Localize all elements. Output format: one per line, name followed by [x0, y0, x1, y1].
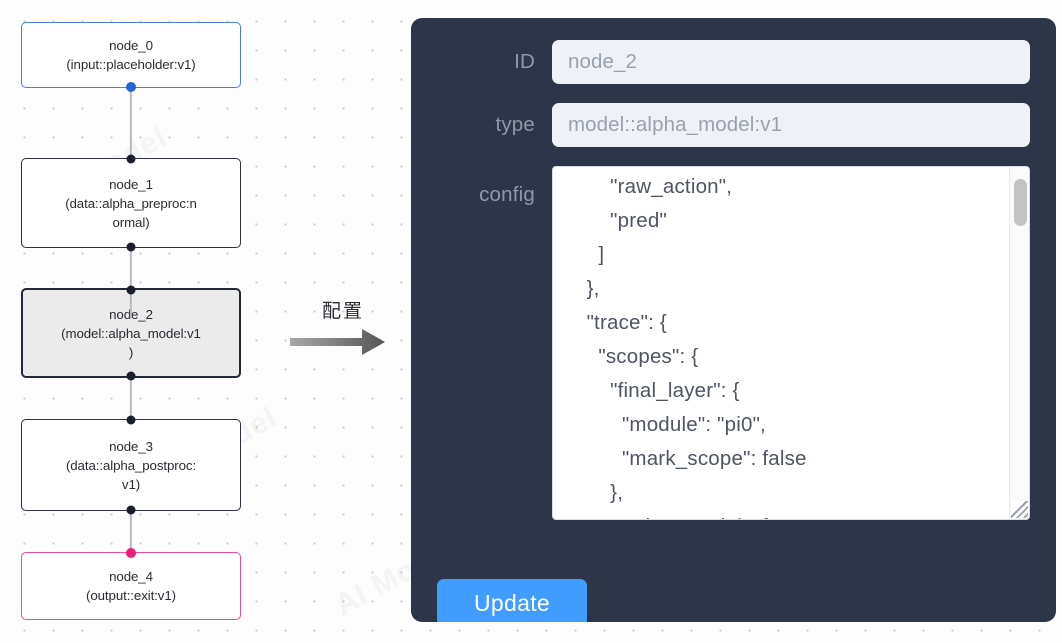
port-in-node_2[interactable]	[126, 285, 136, 295]
field-row-id: ID	[437, 40, 1030, 84]
graph-node-label: node_1 (data::alpha_preproc:n ormal)	[65, 176, 197, 230]
type-input[interactable]	[552, 103, 1030, 147]
update-button[interactable]: Update	[437, 579, 587, 622]
port-in-node_1[interactable]	[126, 154, 136, 164]
field-row-config: config "raw_action", "pred" ] }, "trace"…	[437, 166, 1030, 520]
resize-handle-icon[interactable]	[1011, 501, 1028, 518]
transition-arrow-group: 配置	[288, 296, 396, 357]
edge-node2-node3	[129, 378, 133, 419]
config-field-label: config	[479, 183, 535, 206]
config-scrollbar[interactable]	[1009, 167, 1029, 519]
port-out-node_2[interactable]	[126, 371, 136, 381]
graph-node-node_3[interactable]: node_3 (data::alpha_postproc: v1)	[21, 415, 241, 515]
graph-node-label: node_4 (output::exit:v1)	[86, 569, 176, 603]
graph-node-node_1[interactable]: node_1 (data::alpha_preproc:n ormal)	[21, 154, 241, 252]
id-input[interactable]	[552, 40, 1030, 84]
port-out-node_3[interactable]	[126, 505, 136, 515]
id-field-label: ID	[514, 50, 535, 73]
config-textarea-wrapper[interactable]: "raw_action", "pred" ] }, "trace": { "sc…	[552, 166, 1030, 520]
port-in-node_3[interactable]	[126, 415, 136, 425]
node-graph-canvas[interactable]: node_0 (input::placeholder:v1) node_1 (d…	[0, 0, 400, 643]
config-textarea[interactable]: "raw_action", "pred" ] }, "trace": { "sc…	[586, 175, 807, 519]
arrow-label: 配置	[321, 300, 364, 322]
type-field-label: type	[495, 113, 535, 136]
port-out-node_0[interactable]	[126, 82, 136, 92]
edge-node1-node2	[129, 248, 133, 318]
field-row-type: type	[437, 103, 1030, 147]
graph-node-label: node_3 (data::alpha_postproc: v1)	[65, 438, 197, 492]
edge-node0-node1	[129, 88, 133, 158]
edge-node3-node4	[129, 511, 133, 552]
node-config-panel: ID type config "raw_action", "pred" ] },…	[411, 18, 1056, 622]
graph-node-label: node_2 (model::alpha_model:v1 )	[61, 307, 201, 360]
arrow-right-icon	[290, 329, 385, 355]
config-scrollbar-thumb[interactable]	[1014, 179, 1027, 226]
graph-node-label: node_0 (input::placeholder:v1)	[66, 38, 196, 72]
graph-node-node_4[interactable]: node_4 (output::exit:v1)	[21, 548, 241, 620]
port-out-node_1[interactable]	[126, 242, 136, 252]
port-in-node_4[interactable]	[126, 548, 136, 558]
graph-node-node_0[interactable]: node_0 (input::placeholder:v1)	[21, 22, 241, 92]
